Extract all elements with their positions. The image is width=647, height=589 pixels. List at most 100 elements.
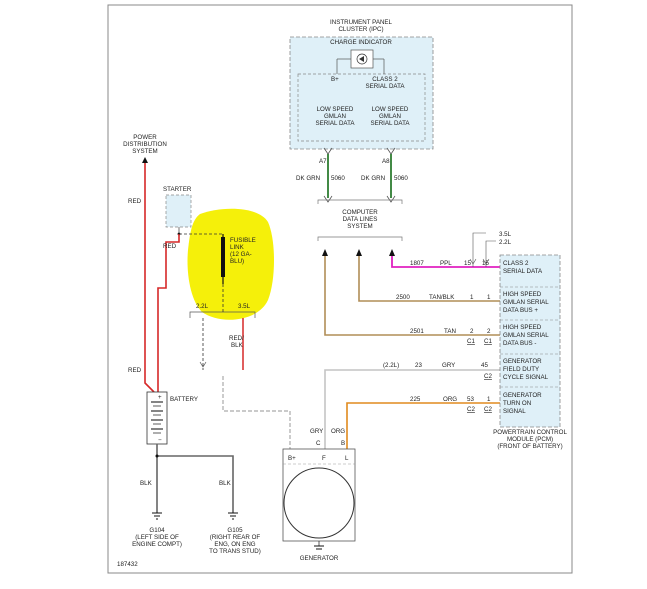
ppl-pin2: 15 [482, 260, 489, 267]
gen-bplus: B+ [288, 455, 296, 462]
g105-line1: (RIGHT REAR OF [210, 534, 261, 541]
g104-id: G104 [149, 527, 165, 534]
tanblk-pin1: 1 [470, 294, 474, 301]
pcm-eng-35: 3.5L [499, 231, 512, 238]
tanblk-circuit: 2500 [396, 294, 410, 301]
wire-ppl [391, 256, 501, 268]
wire-tan [324, 256, 501, 336]
pcm-row2-l3: DATA BUS + [503, 307, 538, 314]
ipc-title-2: CLUSTER (IPC) [338, 26, 383, 33]
red-blk-2: BLK [231, 342, 244, 349]
wire-right-circuit: 5060 [394, 175, 408, 182]
g105-line3: TO TRANS STUD) [209, 548, 261, 555]
pcm-box [499, 254, 561, 428]
c1-b: C1 [484, 338, 492, 345]
gen-gry: GRY [310, 428, 323, 435]
pcm-title-1: POWERTRAIN CONTROL [493, 429, 567, 436]
gry-pin1: 45 [481, 362, 488, 369]
arrow-up-icon [389, 249, 395, 256]
pcm-row4-l3: CYCLE SIGNAL [503, 374, 549, 381]
arrow-up-icon [356, 249, 362, 256]
battery-minus: − [158, 437, 162, 444]
wire-gry [324, 369, 501, 449]
arrow-up-icon [322, 249, 328, 256]
org-circuit: 225 [410, 396, 421, 403]
arrow-down-icon [199, 361, 207, 368]
ipc-inner-box [297, 73, 426, 142]
gen-conn-c: C [316, 440, 321, 447]
fuse-label-1: FUSIBLE [230, 237, 256, 244]
ppl-circuit: 1807 [410, 260, 424, 267]
red-blk-1: RED/ [229, 335, 244, 342]
ipc-module: INSTRUMENT PANEL CLUSTER (IPC) CHARGE IN… [289, 19, 434, 165]
ipc-gmlan-left-2: GMLAN [324, 113, 346, 120]
c1-a: C1 [467, 338, 475, 345]
data-lines-label-1: COMPUTER [342, 209, 378, 216]
eng-branch-22 [485, 240, 496, 267]
wire-right-color: DK GRN [361, 175, 385, 182]
g105-id: G105 [227, 527, 243, 534]
c2-a: C2 [484, 373, 492, 380]
wire-left-circuit: 5060 [331, 175, 345, 182]
gry-circuit: 23 [415, 362, 422, 369]
ipc-charge-indicator: CHARGE INDICATOR [330, 39, 392, 46]
battery-label: BATTERY [170, 396, 198, 403]
dk-grn-wires: DK GRN 5060 DK GRN 5060 [296, 147, 408, 204]
wire-red-main [144, 163, 155, 393]
junction-dot [155, 454, 159, 458]
pcm-wire-labels: 1807 PPL 15 15 2500 TAN/BLK 1 1 2501 TAN… [383, 260, 492, 413]
tan-circuit: 2501 [410, 328, 424, 335]
power-dist-3: SYSTEM [132, 148, 157, 155]
tanblk-pin2: 1 [487, 294, 491, 301]
pcm-row5-l1: GENERATOR [503, 392, 542, 399]
wire-gry-bplus [222, 376, 291, 449]
pcm-module: CLASS 2 SERIAL DATA HIGH SPEED GMLAN SER… [493, 254, 567, 450]
pcm-eng-22: 2.2L [499, 239, 512, 246]
charge-lamp-icon [356, 53, 368, 65]
ppl-pin1: 15 [464, 260, 471, 267]
arrow-down-icon [469, 258, 477, 265]
fusible-link-icon [221, 237, 225, 277]
wire-tan-blk [358, 256, 501, 302]
generator: B+ F L GRY ORG C B GENERATOR [282, 428, 356, 562]
gry-eng: (2.2L) [383, 362, 399, 369]
pcm-row3-l2: GMLAN SERIAL [503, 332, 549, 339]
engine-22: 2.2L [196, 303, 209, 310]
ipc-gmlan-right-3: SERIAL DATA [370, 120, 410, 127]
pcm-row1-l1: CLASS 2 [503, 260, 529, 267]
ground-icon [314, 545, 324, 550]
c2-b: C2 [467, 406, 475, 413]
pcm-row4-l2: FIELD DUTY [503, 366, 539, 373]
fuse-label-3: (12 GA- [230, 251, 252, 258]
pcm-row3-l1: HIGH SPEED [503, 324, 542, 331]
gen-org: ORG [331, 428, 345, 435]
ipc-class2-1: CLASS 2 [372, 76, 398, 83]
fuse-label-2: LINK [230, 244, 245, 251]
power-dist-1: POWER [133, 134, 157, 141]
ipc-pin-a7: A7 [319, 158, 327, 165]
gen-conn-b: B [341, 440, 345, 447]
ipc-title-1: INSTRUMENT PANEL [330, 19, 393, 26]
arrow-up-icon [142, 157, 148, 163]
gry-color: GRY [442, 362, 455, 369]
arrow-down-icon [482, 258, 490, 265]
data-lines-label-3: SYSTEM [347, 223, 372, 230]
tanblk-color: TAN/BLK [429, 294, 455, 301]
fuse-label-4: BLU) [230, 258, 244, 265]
gen-pin-l: L [345, 455, 349, 462]
c2-c: C2 [484, 406, 492, 413]
figure-id: 187432 [117, 561, 138, 568]
ipc-gmlan-left-3: SERIAL DATA [315, 120, 355, 127]
ipc-gmlan-left-1: LOW SPEED [317, 106, 354, 113]
generator-icon [283, 467, 355, 539]
pcm-row5-l3: SIGNAL [503, 408, 526, 415]
tan-pin1: 2 [470, 328, 474, 335]
org-color: ORG [443, 396, 457, 403]
pcm-row4-l1: GENERATOR [503, 358, 542, 365]
gen-pin-f: F [322, 455, 326, 462]
highlight-marker [187, 208, 274, 320]
g104-line2: ENGINE COMPT) [132, 541, 182, 548]
battery: + − BATTERY [146, 391, 198, 445]
power-dist-2: DISTRIBUTION [123, 141, 167, 148]
red-label-1: RED [128, 198, 142, 205]
